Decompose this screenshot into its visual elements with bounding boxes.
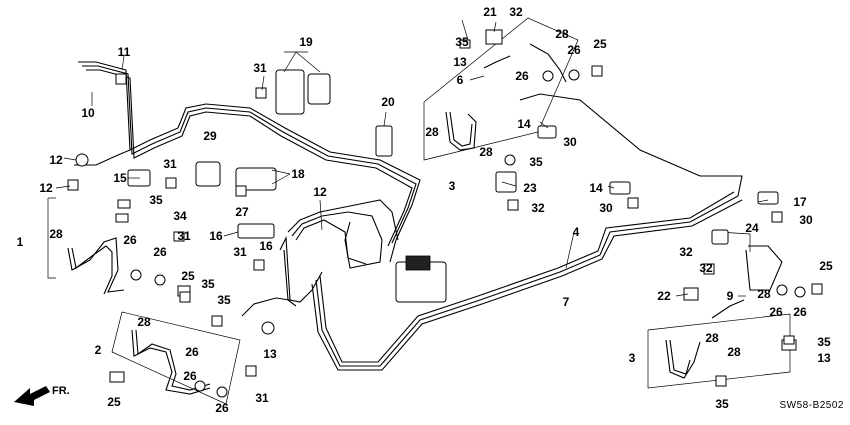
callout-32: 32 xyxy=(531,201,545,215)
callout-26: 26 xyxy=(769,305,783,319)
callout-2: 2 xyxy=(95,343,102,357)
callout-35: 35 xyxy=(715,397,729,411)
callout-10: 12 xyxy=(39,181,53,195)
callout-33: 35 xyxy=(217,293,231,307)
hose-assembly-rear-lower xyxy=(647,231,806,389)
callout-24: 24 xyxy=(745,221,759,235)
callout-25: 25 xyxy=(819,259,833,273)
callout-13: 13 xyxy=(817,351,831,365)
callout-28: 28 xyxy=(555,27,569,41)
diagram-code: SW58-B2502 xyxy=(780,400,844,411)
callout-31: 31 xyxy=(255,391,269,405)
callout-28: 28 xyxy=(757,287,771,301)
callout-21: 21 xyxy=(483,5,497,19)
callout-17: 17 xyxy=(793,195,807,209)
callout-16: 16 xyxy=(209,229,223,243)
callout-32: 32 xyxy=(699,261,713,275)
callout-26: 26 xyxy=(153,245,167,259)
callout-20: 20 xyxy=(381,95,395,109)
callout-12: 12 xyxy=(49,153,63,167)
callout-3: 3 xyxy=(449,179,456,193)
callout-28: 28 xyxy=(727,345,741,359)
callout-25: 25 xyxy=(593,37,607,51)
callout-35: 35 xyxy=(455,35,469,49)
clips-and-brackets xyxy=(67,39,823,387)
front-direction-arrow xyxy=(14,386,50,406)
callout-31: 31 xyxy=(163,157,177,171)
callout-33: 34 xyxy=(173,209,187,223)
hose-assembly-front-left xyxy=(47,197,185,295)
callout-30: 30 xyxy=(799,213,813,227)
callout-7: 9 xyxy=(727,289,734,303)
callout-34: 35 xyxy=(201,277,215,291)
callout-26: 26 xyxy=(185,345,199,359)
callout-35: 35 xyxy=(817,335,831,349)
callout-28: 28 xyxy=(479,145,493,159)
callout-32: 32 xyxy=(509,5,523,19)
callout-26: 26 xyxy=(793,305,807,319)
rear-pipe-run xyxy=(311,93,743,371)
callout-28: 28 xyxy=(705,331,719,345)
hose-assembly-rear-left xyxy=(109,285,241,405)
callout-1: 1 xyxy=(17,235,24,249)
callout-6: 7 xyxy=(563,295,570,309)
callout-31: 31 xyxy=(253,61,267,75)
callout-27: 27 xyxy=(235,205,249,219)
callout-22: 22 xyxy=(657,289,671,303)
callout-15: 15 xyxy=(113,171,127,185)
callout-14: 14 xyxy=(517,117,531,131)
callout-28: 28 xyxy=(49,227,63,241)
front-direction-label: FR. xyxy=(52,385,70,397)
callout-9: 11 xyxy=(118,45,131,59)
callout-3: 3 xyxy=(629,351,636,365)
callout-28: 28 xyxy=(425,125,439,139)
callout-34: 35 xyxy=(149,193,163,207)
callout-15: 16 xyxy=(259,239,273,253)
callout-31: 31 xyxy=(177,229,191,243)
callout-26: 26 xyxy=(123,233,137,247)
callout-26: 26 xyxy=(183,369,197,383)
callout-11: 12 xyxy=(313,185,327,199)
callout-18: 18 xyxy=(291,167,305,181)
callout-29: 29 xyxy=(203,129,217,143)
callout-13: 13 xyxy=(453,55,467,69)
callout-4: 4 xyxy=(573,225,580,239)
callout-26: 26 xyxy=(567,43,581,57)
callout-26: 26 xyxy=(215,401,229,415)
callout-31: 31 xyxy=(233,245,247,259)
callout-26: 26 xyxy=(515,69,529,83)
leader-lines xyxy=(55,19,769,297)
callout-32: 32 xyxy=(679,245,693,259)
center-junction-pipes xyxy=(241,199,447,317)
hose-assembly-rear-upper xyxy=(423,17,580,166)
callout-25: 25 xyxy=(181,269,195,283)
callout-5: 6 xyxy=(457,73,464,87)
callout-8: 10 xyxy=(81,106,95,120)
callout-35: 35 xyxy=(529,155,543,169)
callout-25: 25 xyxy=(107,395,121,409)
callout-19: 19 xyxy=(299,35,313,49)
callout-12: 13 xyxy=(263,347,277,361)
callout-labels: 11 10 12 12 15 31 29 27 31 19 20 18 12 1… xyxy=(17,5,844,415)
callout-30: 30 xyxy=(599,201,613,215)
callout-30: 30 xyxy=(563,135,577,149)
callout-28: 28 xyxy=(137,315,151,329)
callout-23: 23 xyxy=(523,181,537,195)
callout-14: 14 xyxy=(589,181,603,195)
